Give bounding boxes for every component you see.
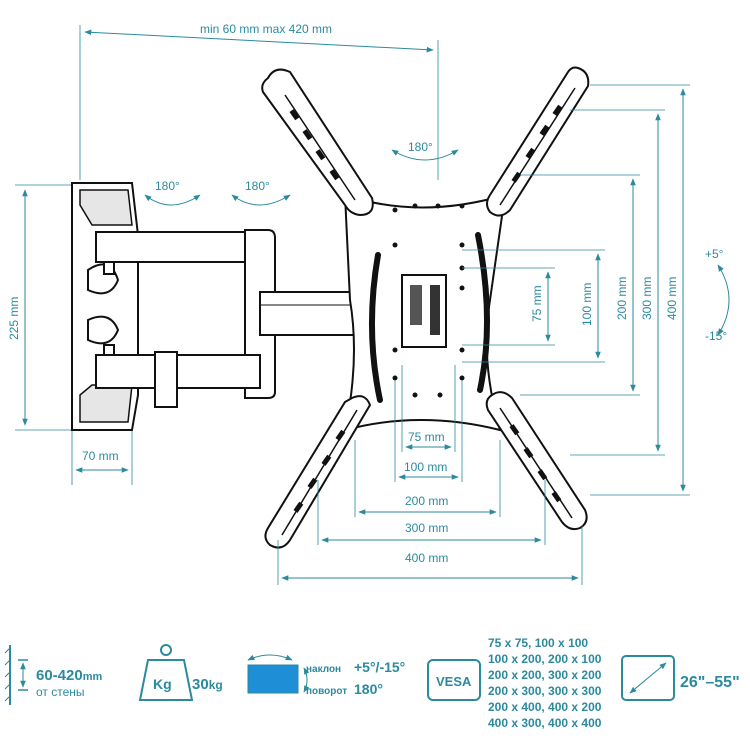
vesa-line: 200 x 400, 400 x 200 <box>488 700 602 714</box>
spec-distance: 60-420mm от стены <box>4 645 102 705</box>
vesa-badge-icon <box>427 659 481 701</box>
bracket-arm-bottom-right <box>485 391 588 531</box>
rotate-label: поворот <box>306 686 347 697</box>
swivel-wall-indicator: 180° <box>144 179 201 206</box>
svg-text:100 mm: 100 mm <box>404 460 447 474</box>
weight-value: 30 <box>192 676 209 693</box>
distance-unit: mm <box>83 671 103 683</box>
vesa-line: 75 x 75, 100 x 100 <box>488 636 588 650</box>
depth-dimension: 70 mm <box>71 430 133 485</box>
spec-screen: 26"–55" <box>621 655 740 701</box>
bracket-arm-top-left <box>261 68 374 217</box>
svg-text:400 mm: 400 mm <box>405 551 448 565</box>
weight-unit: kg <box>209 678 223 692</box>
svg-text:75 mm: 75 mm <box>530 285 544 322</box>
weight-icon-label: Kg <box>153 676 172 692</box>
svg-text:200 mm: 200 mm <box>615 277 629 320</box>
wall-distance-icon <box>4 645 28 705</box>
vesa-line: 200 x 300, 300 x 300 <box>488 684 602 698</box>
vesa-line: 400 x 300, 400 x 400 <box>488 716 602 730</box>
tilt-value: +5°/-15° <box>354 659 405 675</box>
vesa-line: 100 x 200, 200 x 100 <box>488 652 602 666</box>
bracket-arm-bottom-left <box>264 395 372 549</box>
svg-text:200 mm: 200 mm <box>405 494 448 508</box>
articulating-arms <box>95 229 361 408</box>
spec-vesa: VESA 75 x 75, 100 x 100 100 x 200, 200 x… <box>427 636 602 730</box>
weight-icon <box>138 644 194 701</box>
svg-text:30kg: 30kg <box>192 676 223 693</box>
height-dimension: 225 mm <box>7 184 80 431</box>
spec-tilt: наклон +5°/-15° поворот 180° <box>247 654 405 697</box>
tilt-label: наклон <box>306 664 341 675</box>
svg-text:75 mm: 75 mm <box>408 430 445 444</box>
svg-text:180°: 180° <box>155 179 180 193</box>
svg-text:300 mm: 300 mm <box>405 521 448 535</box>
svg-text:225 mm: 225 mm <box>7 297 21 340</box>
horizontal-vesa-dimensions: 75 mm 100 mm 200 mm 300 mm 400 mm <box>277 365 583 585</box>
rotate-value: 180° <box>354 681 383 697</box>
svg-text:-15°: -15° <box>705 329 727 343</box>
wall-plate <box>71 182 139 431</box>
rotate-plate-indicator: 180° <box>391 140 459 161</box>
vertical-vesa-dimensions: 75 mm 100 mm 200 mm 300 mm 400 mm <box>462 84 690 496</box>
distance-caption: от стены <box>36 685 85 699</box>
svg-text:180°: 180° <box>245 179 270 193</box>
svg-text:100 mm: 100 mm <box>580 283 594 326</box>
svg-text:180°: 180° <box>408 140 433 154</box>
swivel-arm-indicator: 180° <box>231 179 291 206</box>
svg-text:300 mm: 300 mm <box>640 277 654 320</box>
svg-text:400 mm: 400 mm <box>665 277 679 320</box>
screen-size-value: 26"–55" <box>680 674 740 691</box>
svg-text:70 mm: 70 mm <box>82 449 119 463</box>
svg-text:+5°: +5° <box>705 247 724 261</box>
tilt-indicator: +5° -15° <box>705 247 730 343</box>
arm-extension-dimension: min 60 mm max 420 mm <box>79 22 439 180</box>
vesa-line: 200 x 200, 300 x 200 <box>488 668 602 682</box>
vesa-badge: VESA <box>436 674 472 689</box>
tilt-screen-icon <box>247 654 310 694</box>
spec-weight: Kg 30kg <box>138 644 223 701</box>
svg-text:60-420mm: 60-420mm <box>36 667 102 684</box>
tv-plate <box>343 193 507 432</box>
screen-size-icon <box>621 655 675 701</box>
distance-value: 60-420 <box>36 667 83 684</box>
arm-extension-label: min 60 mm max 420 mm <box>200 22 332 36</box>
bracket-arm-top-right <box>486 66 590 217</box>
